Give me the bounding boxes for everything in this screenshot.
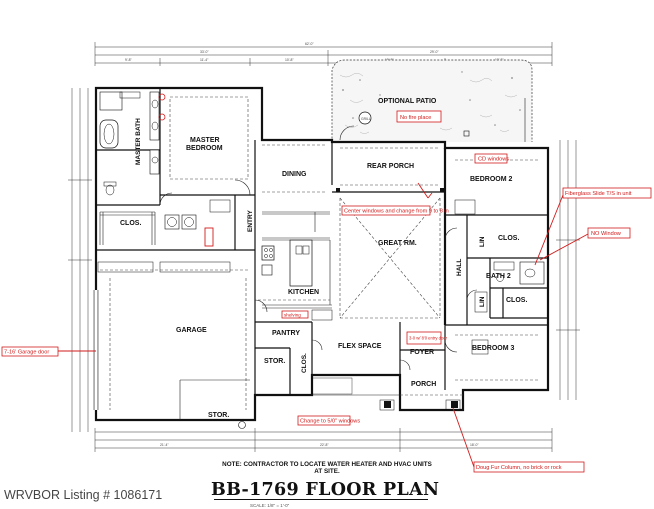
door-swings: [159, 125, 478, 371]
note-cd-windows: CD windows: [478, 157, 509, 163]
great-room-structure: [336, 147, 444, 319]
room-great-rm: GREAT RM.: [378, 240, 417, 247]
front-porch: [311, 377, 463, 411]
room-stor-small: STOR.: [264, 358, 285, 365]
note-center-windows: Center windows and change from 9 to 8 in: [344, 209, 449, 215]
dining-area: [262, 144, 330, 232]
optional-patio: OPTIONAL PATIO GRILL: [331, 59, 533, 142]
room-labels: MASTER BEDROOM MASTER BATH CLOS. DINING …: [120, 118, 527, 419]
dim-bottom-a: 21'-4": [160, 443, 169, 447]
dim-bottom-c: 18'-0": [470, 443, 479, 447]
room-lin-2: LIN: [479, 296, 486, 307]
room-master-label-1: MASTER: [190, 137, 220, 144]
garage-area: [93, 261, 250, 429]
red-annotations: No fire place CD windows Fiberglass Slid…: [1, 110, 652, 473]
listing-watermark: WRVBOR Listing # 1086171: [4, 488, 163, 502]
room-rear-porch: REAR PORCH: [367, 163, 414, 170]
room-master-bath: MASTER BATH: [135, 118, 142, 165]
dim-top-right: 29'-0": [430, 50, 439, 54]
room-pantry: PANTRY: [272, 330, 300, 337]
side-dimension-lines: [68, 88, 580, 432]
master-bath-fixtures: [99, 91, 166, 196]
note-change-windows: Change to 5/0" windows: [300, 419, 360, 425]
room-stor-garage: STOR.: [208, 412, 229, 419]
room-bedroom-3: BEDROOM 3: [472, 345, 515, 352]
room-clos-bed3: CLOS.: [506, 297, 527, 304]
note-no-fire-place: No fire place: [400, 115, 431, 121]
dim-overall: 62'-0": [305, 42, 314, 46]
room-master-label-2: BEDROOM: [186, 145, 223, 152]
scale-text: SCALE: 1/8" = 1'-0": [250, 503, 290, 508]
title-underline: [214, 499, 428, 500]
room-clos-flex: CLOS.: [301, 353, 308, 373]
room-entry: ENTRY: [247, 210, 254, 232]
note-garage-door: 7-16' Garage door: [4, 350, 49, 356]
plan-title: BB-1769 FLOOR PLAN: [211, 480, 440, 500]
kitchen-fixtures: [258, 237, 333, 321]
room-bath-2: BATH 2: [486, 273, 511, 280]
interior-walls: [96, 88, 548, 395]
room-hall: HALL: [456, 259, 463, 276]
master-closet: [99, 211, 156, 245]
dim-top-c: 10'-8": [285, 58, 294, 62]
note-entry-door: 3-0 w/ 8'0 entry door: [409, 336, 448, 341]
svg-text:GRILL: GRILL: [361, 117, 371, 121]
room-foyer: FOYER: [410, 349, 434, 356]
room-porch: PORCH: [411, 381, 436, 388]
dim-top-b: 11'-4": [200, 58, 209, 62]
room-optional-patio: OPTIONAL PATIO: [378, 98, 437, 105]
note-fiberglass-slide: Fiberglass Slide T/S in unit: [565, 191, 632, 197]
room-bedroom-2: BEDROOM 2: [470, 176, 513, 183]
room-kitchen: KITCHEN: [288, 289, 319, 296]
dim-bottom-b: 22'-8": [320, 443, 329, 447]
note-doug-fir: Doug Fur Column, no brick or rock: [476, 465, 562, 471]
room-flex-space: FLEX SPACE: [338, 343, 382, 350]
dim-top-a: 9'-8": [125, 58, 133, 62]
room-lin-1: LIN: [479, 236, 486, 247]
note-no-window: NO Window: [591, 231, 622, 237]
room-clos-bed2: CLOS.: [498, 235, 519, 242]
room-garage: GARAGE: [176, 327, 207, 334]
contractor-note: NOTE: CONTRACTOR TO LOCATE WATER HEATER …: [222, 461, 432, 475]
bedroom-wing-fixtures: [454, 159, 545, 381]
utility-room: [164, 199, 231, 247]
room-clos-master: CLOS.: [120, 220, 141, 227]
dim-top-left: 33'-0": [200, 50, 209, 54]
note-shelving: shelving: [284, 313, 301, 318]
bottom-dimension-lines: 21'-4" 22'-8" 18'-0": [94, 428, 553, 452]
room-dining: DINING: [282, 171, 307, 178]
